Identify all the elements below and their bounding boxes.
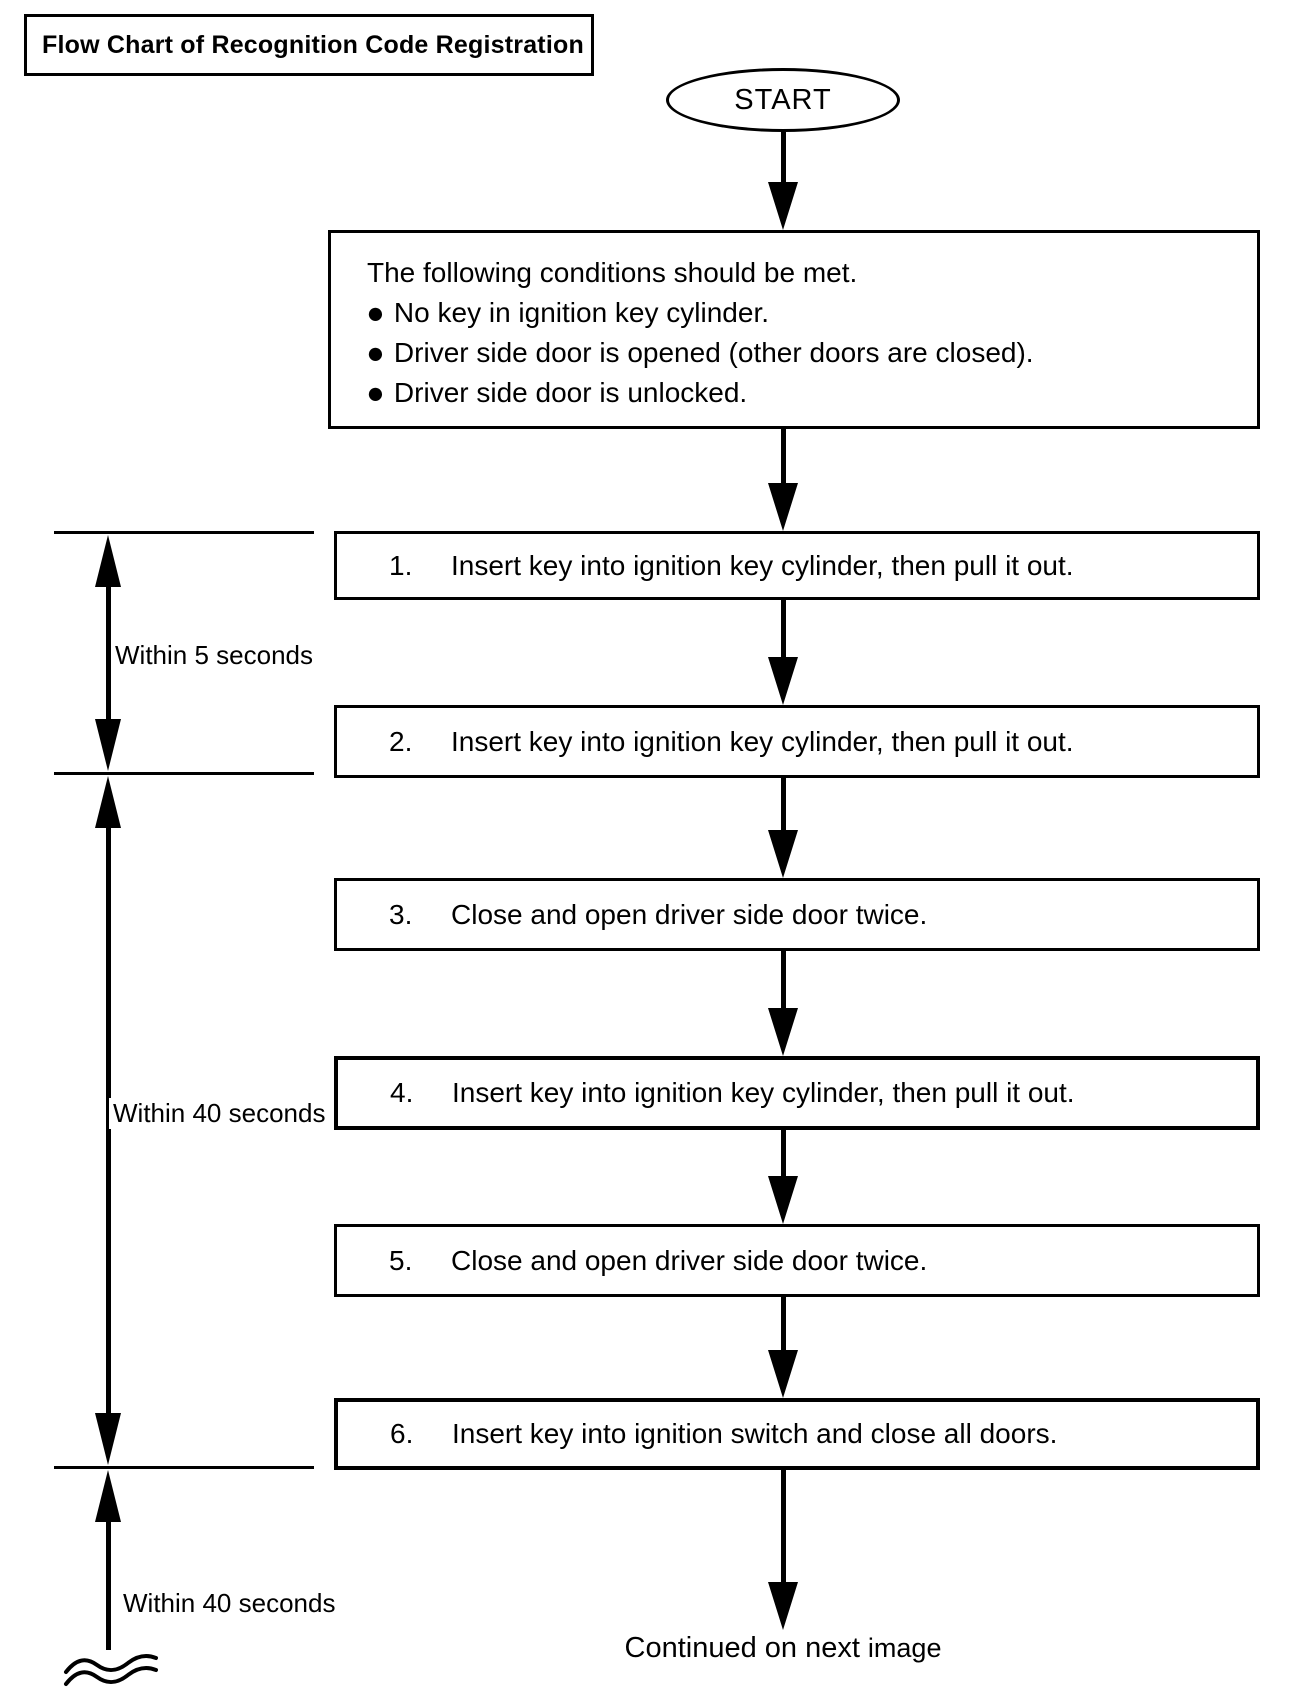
flow-arrow-step3-to-step4 <box>768 951 798 1056</box>
step-text: Close and open driver side door twice. <box>451 898 928 930</box>
start-label: START <box>734 83 832 116</box>
condition-text: Driver side door is unlocked. <box>393 377 748 408</box>
step-text: Insert key into ignition key cylinder, t… <box>451 725 1074 757</box>
condition-text: Driver side door is opened (other doors … <box>393 337 1034 368</box>
step-number: 1. <box>389 549 413 581</box>
diagram-title-box: Flow Chart of Recognition Code Registrat… <box>24 14 594 76</box>
timing-label-5-seconds: Within 5 seconds <box>111 640 317 671</box>
arrow-stem <box>105 587 111 719</box>
break-squiggle-icon <box>64 1653 158 1686</box>
flow-arrow-step2-to-step3 <box>768 778 798 878</box>
conditions-intro: The following conditions should be met. <box>367 257 858 288</box>
step-text: Close and open driver side door twice. <box>451 1244 928 1276</box>
arrow-down-icon <box>768 830 798 878</box>
step-box-3: 3. Close and open driver side door twice… <box>334 878 1260 951</box>
arrow-up-icon <box>95 1470 121 1522</box>
diagram-title: Flow Chart of Recognition Code Registrat… <box>42 30 584 59</box>
arrow-stem <box>780 1470 786 1582</box>
step-number: 6. <box>390 1418 414 1449</box>
flow-arrow-step6-to-continued <box>768 1470 798 1630</box>
step-text: Insert key into ignition key cylinder, t… <box>452 1077 1075 1108</box>
step-number: 4. <box>390 1077 414 1108</box>
arrow-stem <box>780 1130 786 1176</box>
arrow-up-icon <box>95 776 121 828</box>
timing-tick-line-top <box>54 531 314 534</box>
continued-text-suffix: image <box>867 1633 942 1663</box>
arrow-up-icon <box>95 535 121 587</box>
flow-arrow-step1-to-step2 <box>768 600 798 705</box>
bullet-icon: ● <box>366 375 385 410</box>
flow-arrow-step4-to-step5 <box>768 1130 798 1224</box>
arrow-down-icon <box>768 1582 798 1630</box>
arrow-stem <box>780 132 786 182</box>
arrow-down-icon <box>768 1350 798 1398</box>
condition-item: ● No key in ignition key cylinder. <box>366 293 1247 333</box>
step-number: 2. <box>389 725 413 757</box>
timing-arrow-5s <box>95 535 121 771</box>
arrow-down-icon <box>95 719 121 771</box>
flow-arrow-step5-to-step6 <box>768 1297 798 1398</box>
bullet-icon: ● <box>366 295 385 330</box>
arrow-stem <box>780 778 786 830</box>
arrow-stem <box>105 828 111 1413</box>
step-text: Insert key into ignition switch and clos… <box>452 1418 1058 1449</box>
step-box-1: 1. Insert key into ignition key cylinder… <box>334 531 1260 600</box>
step-box-2: 2. Insert key into ignition key cylinder… <box>334 705 1260 778</box>
flow-arrow-conditions-to-step1 <box>768 429 798 531</box>
arrow-down-icon <box>95 1413 121 1465</box>
timing-tick-line-middle <box>54 772 314 775</box>
arrow-down-icon <box>768 182 798 230</box>
continued-text: Continued on next <box>624 1632 860 1664</box>
condition-text: No key in ignition key cylinder. <box>393 297 769 328</box>
condition-item: ● Driver side door is opened (other doors… <box>366 333 1247 373</box>
arrow-stem <box>780 600 786 657</box>
timing-arrow-40s-continued <box>95 1470 121 1650</box>
arrow-stem <box>780 429 786 483</box>
timing-tick-line-bottom <box>54 1466 314 1469</box>
arrow-stem <box>780 951 786 1008</box>
conditions-box: The following conditions should be met. … <box>328 230 1260 429</box>
step-box-4: 4. Insert key into ignition key cylinder… <box>334 1056 1260 1130</box>
arrow-stem <box>780 1297 786 1350</box>
arrow-down-icon <box>768 483 798 531</box>
bullet-icon: ● <box>366 335 385 370</box>
condition-item: ● Driver side door is unlocked. <box>366 373 1247 413</box>
arrow-down-icon <box>768 657 798 705</box>
arrow-down-icon <box>768 1176 798 1224</box>
step-number: 5. <box>389 1244 413 1276</box>
step-number: 3. <box>389 898 413 930</box>
step-box-6: 6. Insert key into ignition switch and c… <box>334 1398 1260 1470</box>
step-box-5: 5. Close and open driver side door twice… <box>334 1224 1260 1297</box>
arrow-stem <box>105 1522 111 1650</box>
timing-label-40-seconds: Within 40 seconds <box>109 1098 330 1129</box>
flow-arrow-start-to-conditions <box>768 132 798 230</box>
start-terminator: START <box>666 68 900 132</box>
timing-label-40-seconds-2: Within 40 seconds <box>119 1588 340 1619</box>
step-text: Insert key into ignition key cylinder, t… <box>451 549 1074 581</box>
timing-arrow-40s <box>95 776 121 1465</box>
arrow-down-icon <box>768 1008 798 1056</box>
